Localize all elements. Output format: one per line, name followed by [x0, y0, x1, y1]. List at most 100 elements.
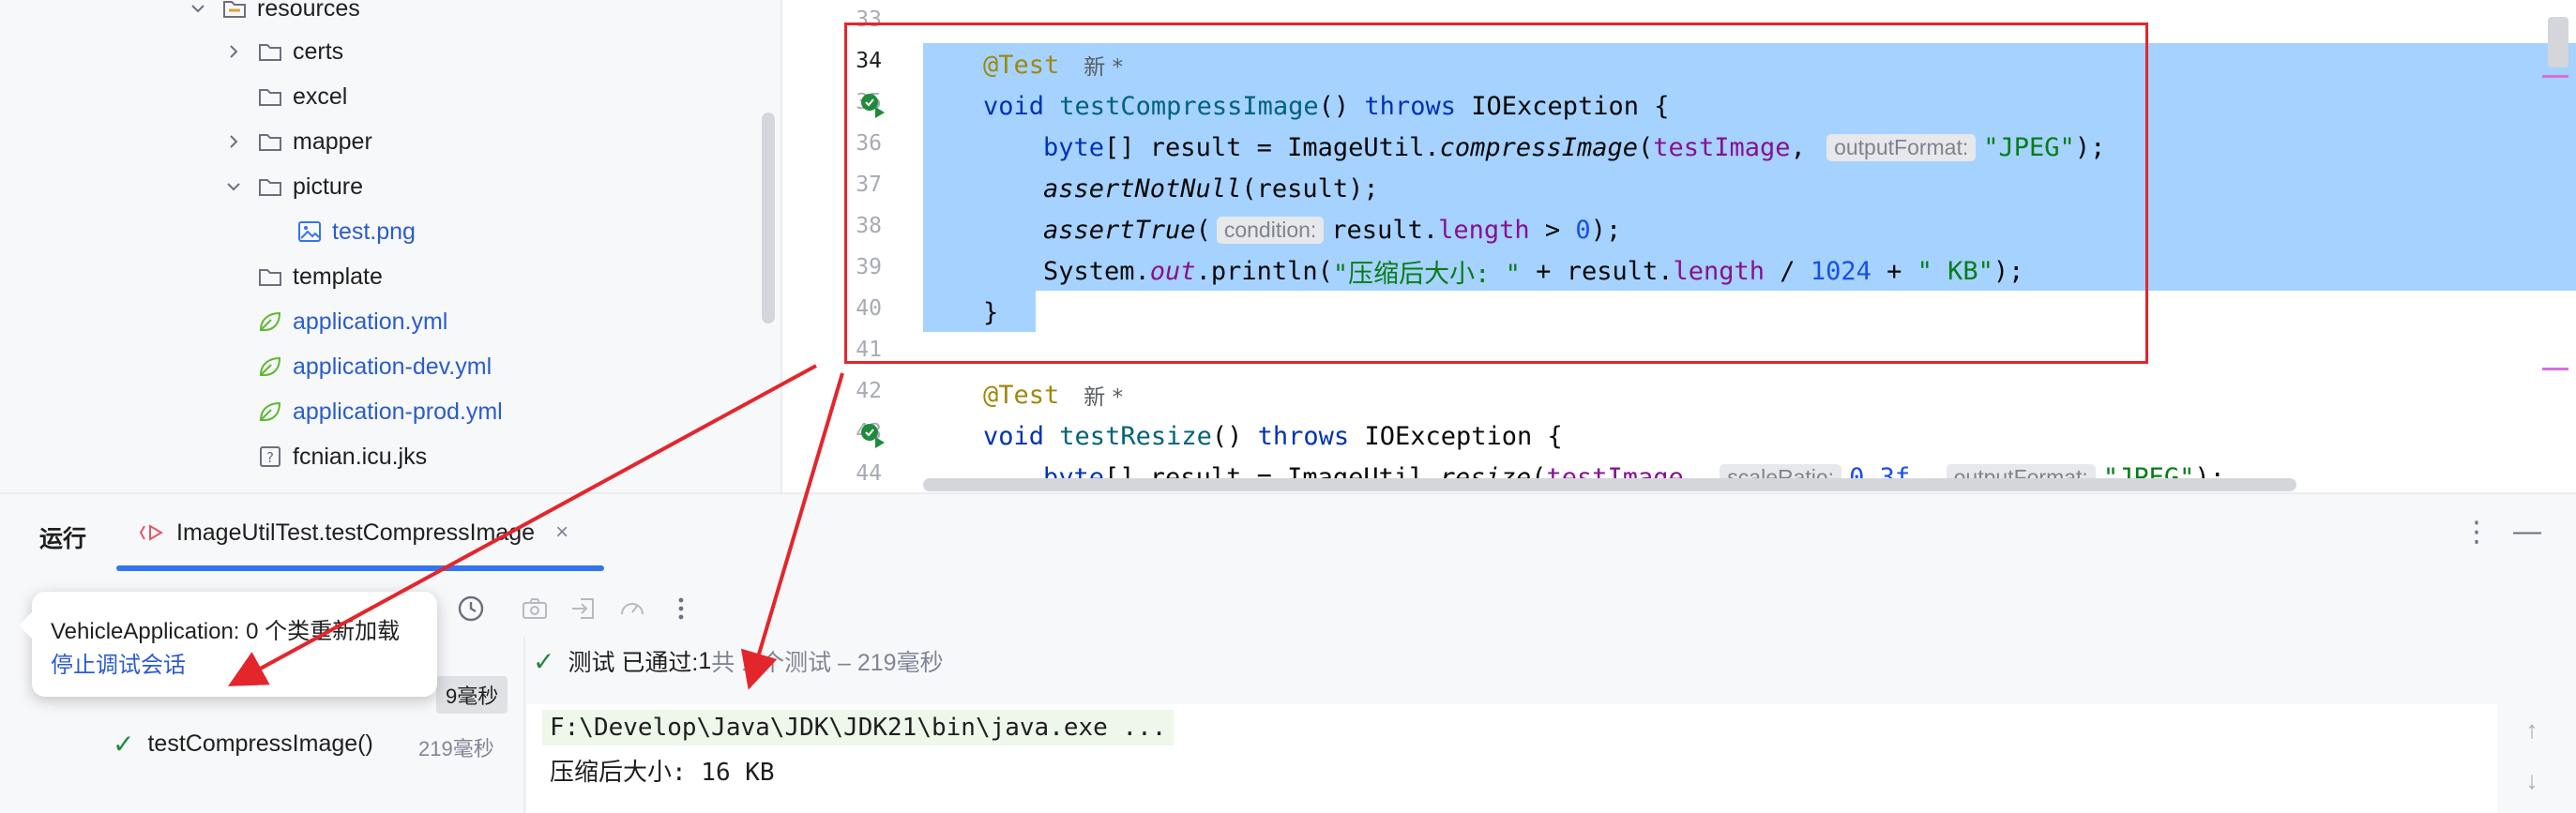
console-output[interactable]: F:\Develop\Java\JDK\JDK21\bin\java.exe .… — [527, 704, 2497, 813]
close-icon[interactable]: × — [555, 519, 569, 545]
project-tree: resources certs excel mapper picture tes… — [0, 0, 780, 492]
vcs-new-tag: 新 * — [1083, 385, 1124, 410]
tree-item-resources[interactable]: resources — [184, 0, 360, 30]
chevron-right-icon[interactable] — [220, 38, 248, 66]
code-token: [] result = ImageUtil. — [1104, 132, 1440, 162]
highlight-box — [844, 23, 2148, 364]
camera-icon[interactable] — [516, 590, 553, 627]
tree-item-label: excel — [293, 83, 348, 110]
history-icon[interactable] — [452, 590, 490, 627]
line-number: 39 — [856, 255, 882, 279]
vcs-new-tag: 新 * — [1083, 55, 1124, 80]
tree-item-label: resources — [257, 0, 360, 22]
editor-horizontal-scrollbar[interactable] — [923, 478, 2296, 491]
code-token: ); — [2074, 132, 2106, 162]
code-token: .println( — [1195, 256, 1333, 286]
folder-icon — [255, 172, 285, 202]
tree-item-template[interactable]: template — [255, 255, 383, 298]
tree-item-excel[interactable]: excel — [255, 75, 347, 118]
code-line-40[interactable]: } — [983, 293, 998, 332]
more-actions-icon[interactable] — [662, 590, 700, 627]
run-test-icon[interactable] — [859, 92, 887, 120]
code-token: ( — [1637, 132, 1654, 162]
test-config-icon — [139, 524, 163, 541]
scroll-marker — [2542, 368, 2568, 370]
tree-item-mapper[interactable]: mapper — [220, 120, 372, 163]
gauge-icon[interactable] — [614, 590, 651, 627]
scroll-down-icon[interactable]: ↓ — [2525, 766, 2538, 794]
minimize-icon[interactable]: — — [2513, 516, 2541, 547]
tree-item-certs[interactable]: certs — [220, 30, 343, 73]
check-icon: ✓ — [113, 730, 135, 759]
code-token: System. — [1043, 256, 1150, 286]
code-line-43[interactable]: void testResize() throws IOException { — [983, 416, 1563, 456]
annotation: @Test — [983, 380, 1060, 410]
tree-item-application-prod-yml[interactable]: application-prod.yml — [255, 390, 503, 433]
resources-folder-icon — [220, 0, 250, 23]
tree-item-label: application-dev.yml — [293, 353, 492, 380]
method-name: testCompressImage — [1059, 91, 1319, 121]
test-result-row[interactable]: ✓ testCompressImage() — [113, 729, 373, 760]
tree-item-application-yml[interactable]: application.yml — [255, 300, 447, 343]
chevron-right-icon[interactable] — [220, 128, 248, 156]
stop-debug-session-link[interactable]: 停止调试会话 — [51, 653, 186, 678]
run-test-icon[interactable] — [859, 422, 887, 450]
field-ref: out — [1149, 256, 1196, 286]
tree-item-label: certs — [293, 38, 344, 65]
string-literal: "JPEG" — [1983, 132, 2075, 162]
run-config-tab[interactable]: ImageUtilTest.testCompressImage × — [139, 511, 568, 554]
line-number: 37 — [856, 173, 882, 197]
tree-item-label: fcnian.icu.jks — [293, 443, 428, 470]
tree-item-label: picture — [293, 173, 364, 200]
tree-item-label: mapper — [293, 128, 372, 155]
chevron-down-icon[interactable] — [184, 0, 212, 23]
tree-item-application-dev-yml[interactable]: application-dev.yml — [255, 345, 492, 388]
string-literal: "压缩后大小: " — [1332, 259, 1521, 289]
scroll-marker — [2542, 75, 2568, 78]
line-number: 44 — [856, 461, 882, 486]
spring-config-icon — [255, 307, 285, 337]
import-icon[interactable] — [565, 590, 602, 627]
console-command-line[interactable]: F:\Develop\Java\JDK\JDK21\bin\java.exe .… — [542, 710, 1174, 745]
code-line-36[interactable]: byte[] result = ImageUtil.compressImage(… — [1043, 128, 2105, 167]
code-line-37[interactable]: assertNotNull(result); — [1043, 169, 1379, 208]
keyword: throws — [1364, 91, 1456, 121]
code-token: / — [1765, 256, 1811, 286]
code-line-42[interactable]: @Test 新 * — [983, 375, 1123, 414]
status-prefix: 测试 已通过: — [568, 650, 699, 676]
code-line-38[interactable]: assertTrue(condition:result.length > 0); — [1043, 210, 1621, 249]
run-panel-title: 运行 — [39, 526, 87, 552]
spring-config-icon — [255, 397, 285, 427]
code-token: ); — [1993, 256, 2024, 286]
method-name: testResize — [1059, 421, 1212, 451]
code-editor[interactable]: 33 34 35 36 37 38 39 40 41 42 43 44 @Tes… — [782, 0, 2576, 492]
code-token: IOException { — [1364, 421, 1563, 451]
keyword: void — [983, 421, 1045, 451]
editor-scrollbar[interactable] — [2548, 17, 2568, 68]
parameter-hint: outputFormat: — [1826, 133, 1977, 161]
field-ref: length — [1438, 215, 1530, 245]
code-line-35[interactable]: void testCompressImage() throws IOExcept… — [983, 86, 1670, 126]
tree-item-test-png[interactable]: test.png — [295, 210, 416, 253]
chevron-down-icon[interactable] — [220, 173, 248, 201]
more-options-icon[interactable]: ⋮ — [2462, 516, 2491, 548]
tree-scrollbar[interactable] — [762, 113, 775, 324]
check-icon: ✓ — [533, 646, 555, 676]
folder-icon — [255, 262, 285, 292]
field-ref: length — [1673, 256, 1765, 286]
tree-item-label: application.yml — [293, 308, 448, 335]
code-token: result. — [1331, 215, 1439, 245]
line-number: 33 — [856, 8, 882, 32]
tree-item-picture[interactable]: picture — [220, 165, 363, 208]
selection-highlight — [923, 43, 983, 291]
code-line-39[interactable]: System.out.println("压缩后大小: " + result.le… — [1043, 251, 2023, 291]
scroll-up-icon[interactable]: ↑ — [2525, 715, 2538, 744]
method-call: compressImage — [1439, 132, 1638, 162]
keyword: void — [983, 91, 1045, 121]
tree-item-fcnian-jks[interactable]: ? fcnian.icu.jks — [255, 435, 427, 478]
code-token: () — [1318, 91, 1350, 121]
tree-item-label: template — [293, 263, 383, 290]
panel-divider[interactable] — [780, 0, 782, 492]
